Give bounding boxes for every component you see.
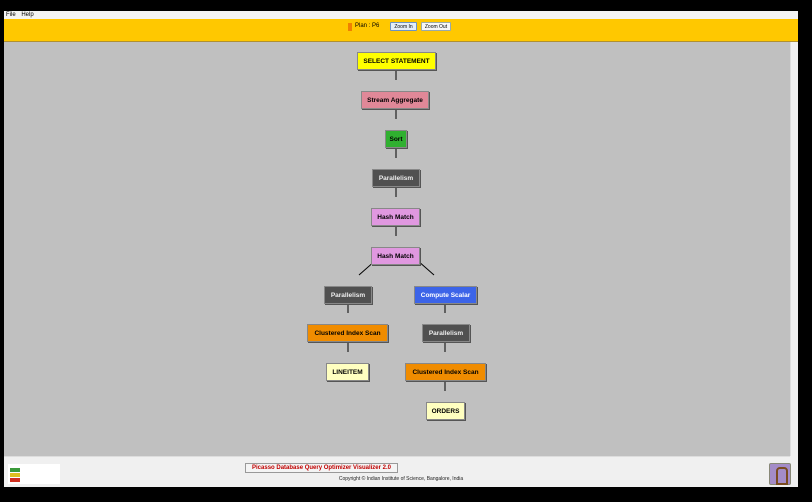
toolbar: Plan : P6 Zoom In Zoom Out [4, 19, 798, 42]
node-hash-match[interactable]: Hash Match [371, 208, 420, 226]
app-window: File Help Plan : P6 Zoom In Zoom Out SEL… [4, 11, 798, 487]
plan-color-swatch [348, 23, 352, 31]
menu-help[interactable]: Help [21, 12, 34, 18]
plan-label: Plan : P6 [355, 23, 380, 29]
node-parallelism[interactable]: Parallelism [372, 169, 420, 187]
zoom-in-button[interactable]: Zoom In [390, 22, 417, 31]
vertical-scrollbar[interactable] [790, 42, 798, 456]
node-table-lineitem[interactable]: LINEITEM [326, 363, 369, 381]
plan-tree-canvas: SELECT STATEMENT Stream Aggregate Sort P… [4, 42, 790, 456]
menu-file[interactable]: File [6, 12, 16, 18]
node-select-statement[interactable]: SELECT STATEMENT [357, 52, 436, 70]
node-sort[interactable]: Sort [385, 130, 407, 148]
app-title-button[interactable]: Picasso Database Query Optimizer Visuali… [245, 463, 398, 473]
node-hash-match[interactable]: Hash Match [371, 247, 420, 265]
footer: Picasso Database Query Optimizer Visuali… [4, 462, 798, 487]
node-table-orders[interactable]: ORDERS [426, 402, 465, 420]
node-clustered-index-scan[interactable]: Clustered Index Scan [405, 363, 486, 381]
menu-bar: File Help [4, 11, 798, 19]
node-compute-scalar[interactable]: Compute Scalar [414, 286, 477, 304]
horizontal-scrollbar[interactable] [4, 456, 790, 462]
iisc-logo [769, 463, 791, 485]
copyright-text: Copyright © Indian Institute of Science,… [338, 476, 464, 482]
zoom-out-button[interactable]: Zoom Out [421, 22, 451, 31]
dsl-logo [8, 464, 60, 484]
node-parallelism[interactable]: Parallelism [324, 286, 372, 304]
node-stream-aggregate[interactable]: Stream Aggregate [361, 91, 429, 109]
node-parallelism[interactable]: Parallelism [422, 324, 470, 342]
node-clustered-index-scan[interactable]: Clustered Index Scan [307, 324, 388, 342]
